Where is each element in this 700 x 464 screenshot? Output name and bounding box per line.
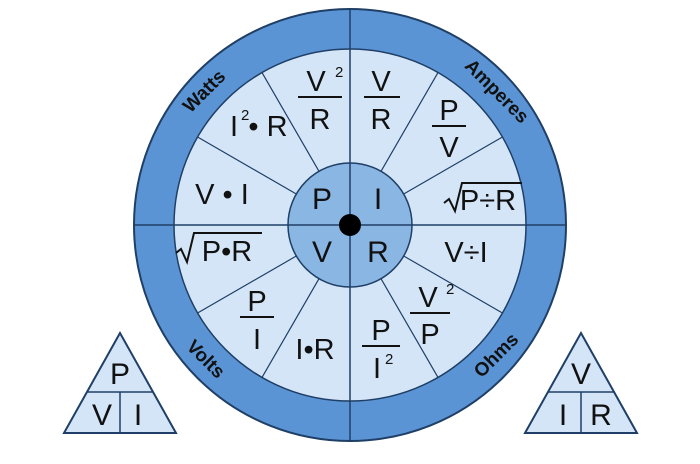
segment-spoke <box>403 136 503 195</box>
svg-text:I•R: I•R <box>295 334 334 366</box>
center-power-letter: P <box>312 183 332 216</box>
svg-text:P: P <box>420 319 439 351</box>
center-dot <box>339 214 361 236</box>
svg-text:V • I: V • I <box>195 179 249 211</box>
formula-v-dot-i: V • I <box>195 179 249 211</box>
svg-text:2: 2 <box>385 351 393 368</box>
svg-text:P•R: P•R <box>202 236 252 268</box>
ohms-triangle-bottom-left: I <box>559 399 567 432</box>
formula-i-squared-dot-r: I 2 • R <box>230 107 288 143</box>
power-triangle-bottom-left: V <box>92 399 112 432</box>
svg-text:• R: • R <box>248 111 287 143</box>
formula-v-div-i: V÷I <box>444 237 487 269</box>
svg-text:V÷I: V÷I <box>444 237 487 269</box>
power-triangle-bottom-right: I <box>134 399 142 432</box>
segment-spoke <box>261 72 320 172</box>
center-current-letter: I <box>374 183 382 216</box>
svg-text:I: I <box>373 353 381 385</box>
power-triangle-top: P <box>110 358 130 391</box>
ohms-triangle-bottom-right: R <box>590 399 612 432</box>
svg-text:P: P <box>439 95 458 127</box>
ohms-triangle: V I R <box>523 330 639 434</box>
segment-spoke <box>380 278 439 378</box>
formula-i-dot-r: I•R <box>295 334 334 366</box>
formula-sqrt-p-div-r: P÷R <box>443 182 522 217</box>
ohms-triangle-top: V <box>571 358 591 391</box>
segment-spoke <box>403 255 503 314</box>
center-resistance-letter: R <box>367 236 389 269</box>
center-voltage-letter: V <box>312 236 332 269</box>
svg-text:I: I <box>230 111 238 143</box>
svg-text:R: R <box>371 104 392 136</box>
formula-p-over-v: P V <box>432 95 466 164</box>
formula-v-squared-over-r: V 2 R <box>298 64 343 136</box>
formula-p-over-i-squared: P I 2 <box>362 315 400 385</box>
power-triangle: P V I <box>62 330 178 434</box>
svg-text:V: V <box>418 282 438 314</box>
svg-text:R: R <box>310 104 331 136</box>
svg-text:2: 2 <box>335 64 343 81</box>
svg-text:V: V <box>439 132 459 164</box>
segment-spoke <box>197 255 297 314</box>
formula-v-over-r: V R <box>364 66 400 136</box>
svg-text:V: V <box>371 66 391 98</box>
formula-p-over-i: P I <box>240 286 274 356</box>
svg-text:I: I <box>253 324 261 356</box>
segment-spoke <box>380 72 439 172</box>
svg-text:P÷R: P÷R <box>460 185 516 217</box>
formula-sqrt-p-dot-r: P•R <box>175 232 262 268</box>
svg-text:V: V <box>306 66 326 98</box>
segment-spoke <box>261 278 320 378</box>
segment-spoke <box>197 136 297 195</box>
formula-v-squared-over-p: V 2 P <box>410 281 454 351</box>
svg-text:P: P <box>371 315 390 347</box>
svg-text:2: 2 <box>446 281 454 298</box>
svg-text:2: 2 <box>241 107 249 124</box>
svg-text:P: P <box>247 286 266 318</box>
segment-dividers <box>197 72 503 378</box>
